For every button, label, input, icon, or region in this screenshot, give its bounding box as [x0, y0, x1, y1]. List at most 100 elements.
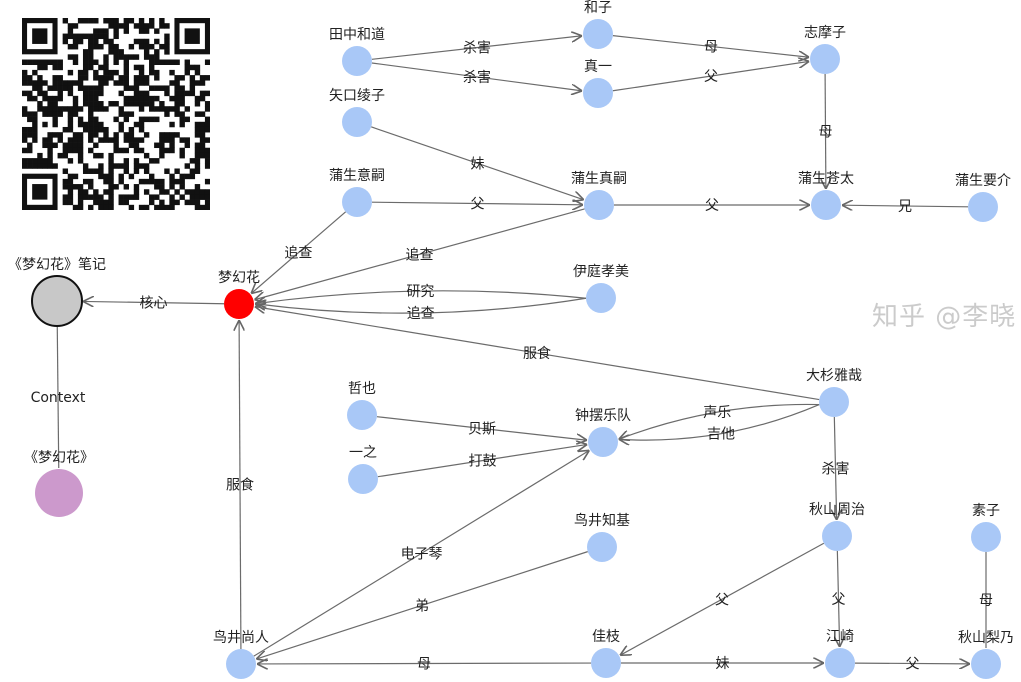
node-shimako[interactable]: 志摩子: [804, 24, 846, 74]
node-circle[interactable]: [31, 275, 83, 327]
node-book[interactable]: 《梦幻花》: [24, 450, 94, 517]
edge-iba-flower[interactable]: [255, 290, 587, 304]
qr-code-icon: [22, 18, 210, 210]
edge-gamo_yi-gamo_zhen[interactable]: [371, 202, 583, 205]
node-circle[interactable]: [583, 78, 613, 108]
edge-label: 服食: [523, 345, 551, 362]
edge-label: 父: [704, 69, 718, 85]
edge-osugi-flower[interactable]: [255, 307, 820, 401]
node-kazuko[interactable]: 和子: [583, 0, 613, 49]
node-tomoki[interactable]: 鸟井知基: [574, 512, 630, 562]
node-gamo_yosuke[interactable]: 蒲生要介: [955, 173, 1011, 222]
node-circle[interactable]: [342, 187, 372, 217]
edge-naoto-flower[interactable]: [239, 320, 241, 650]
node-tetsuya[interactable]: 哲也: [347, 381, 377, 430]
node-label: 哲也: [348, 381, 376, 397]
node-circle[interactable]: [591, 648, 621, 678]
edge-flower-notes[interactable]: [83, 301, 225, 303]
node-circle[interactable]: [588, 427, 618, 457]
node-circle[interactable]: [342, 46, 372, 76]
node-naoto[interactable]: 鸟井尚人: [213, 630, 269, 679]
node-circle[interactable]: [586, 283, 616, 313]
edge-iba-flower[interactable]: [255, 297, 587, 314]
node-label: 真一: [584, 59, 612, 75]
edge-tanaka-shinichi[interactable]: [371, 62, 582, 91]
edge-notes-book[interactable]: [56, 325, 60, 469]
node-flower[interactable]: 梦幻花: [218, 270, 260, 319]
edge-osugi-band[interactable]: [619, 404, 820, 441]
node-circle[interactable]: [226, 649, 256, 679]
edge-label: 服食: [226, 477, 254, 494]
edge-gamo_yi-flower[interactable]: [251, 211, 347, 294]
node-circle[interactable]: [224, 289, 254, 319]
edge-label: 贝斯: [468, 421, 496, 437]
node-circle[interactable]: [587, 532, 617, 562]
node-circle[interactable]: [811, 190, 841, 220]
edge-shuji-ezaki[interactable]: [837, 550, 839, 647]
node-shuji[interactable]: 秋山周治: [809, 502, 865, 551]
node-circle[interactable]: [968, 192, 998, 222]
node-label: 和子: [584, 0, 612, 16]
node-band[interactable]: 钟摆乐队: [575, 407, 631, 457]
node-circle[interactable]: [810, 44, 840, 74]
edge-tomoki-naoto[interactable]: [256, 551, 588, 659]
edge-label: 杀害: [463, 41, 491, 57]
node-label: 素子: [972, 503, 1000, 519]
edge-ezaki-rino[interactable]: [854, 663, 970, 664]
edge-gamo_yosuke-gamo_sota[interactable]: [842, 205, 969, 207]
node-iba[interactable]: 伊庭孝美: [573, 263, 629, 313]
edge-shinichi-shimako[interactable]: [612, 61, 809, 92]
node-notes[interactable]: 《梦幻花》笔记: [8, 257, 106, 327]
node-gamo_sota[interactable]: 蒲生苍太: [798, 171, 854, 220]
watermark: 知乎 @李晓: [872, 302, 1017, 332]
node-ezaki[interactable]: 江崎: [825, 629, 855, 678]
node-label: 秋山梨乃: [958, 630, 1014, 646]
node-label: 一之: [349, 445, 377, 461]
node-circle[interactable]: [971, 522, 1001, 552]
node-circle[interactable]: [35, 469, 83, 517]
node-circle[interactable]: [584, 190, 614, 220]
edge-kazuyuki-band[interactable]: [377, 444, 587, 478]
edge-naoto-band[interactable]: [253, 450, 590, 657]
edge-label: 母: [979, 593, 993, 609]
node-shinichi[interactable]: 真一: [583, 59, 613, 108]
edge-label: 追查: [284, 246, 312, 262]
node-circle[interactable]: [822, 521, 852, 551]
edge-osugi-band[interactable]: [619, 403, 820, 439]
edge-osugi-shuji[interactable]: [834, 416, 836, 520]
edge-yoshie-naoto[interactable]: [257, 663, 592, 664]
edge-shuji-yoshie[interactable]: [620, 542, 825, 655]
node-circle[interactable]: [348, 464, 378, 494]
node-circle[interactable]: [819, 387, 849, 417]
node-circle[interactable]: [825, 648, 855, 678]
edge-tanaka-kazuko[interactable]: [371, 36, 582, 60]
edge-label: 杀害: [463, 70, 491, 86]
edge-kazuko-shimako[interactable]: [612, 35, 809, 58]
node-circle[interactable]: [971, 649, 1001, 679]
node-osugi[interactable]: 大杉雅哉: [806, 368, 862, 417]
node-gamo_zhen[interactable]: 蒲生真嗣: [571, 171, 627, 220]
edge-label: 父: [906, 656, 920, 672]
node-label: 蒲生苍太: [798, 171, 854, 187]
node-label: 蒲生意嗣: [329, 167, 385, 184]
edge-label: 父: [471, 196, 485, 212]
node-yaguchi[interactable]: 矢口绫子: [329, 88, 385, 137]
edge-shimako-gamo_sota[interactable]: [825, 73, 826, 189]
node-circle[interactable]: [347, 400, 377, 430]
node-tanaka[interactable]: 田中和道: [329, 27, 385, 76]
edge-yaguchi-gamo_zhen[interactable]: [370, 126, 584, 200]
node-motoko[interactable]: 素子: [971, 503, 1001, 552]
edge-label: 妹: [471, 156, 485, 172]
edge-label: 妹: [716, 656, 730, 672]
node-circle[interactable]: [342, 107, 372, 137]
node-rino[interactable]: 秋山梨乃: [958, 630, 1014, 679]
node-kazuyuki[interactable]: 一之: [348, 445, 378, 494]
node-label: 鸟井知基: [574, 512, 630, 529]
edge-tetsuya-band[interactable]: [376, 416, 587, 441]
edge-gamo_zhen-flower[interactable]: [254, 208, 585, 300]
node-gamo_yi[interactable]: 蒲生意嗣: [329, 167, 385, 217]
edge-label: 追查: [405, 247, 433, 263]
node-circle[interactable]: [583, 19, 613, 49]
node-yoshie[interactable]: 佳枝: [591, 629, 621, 678]
